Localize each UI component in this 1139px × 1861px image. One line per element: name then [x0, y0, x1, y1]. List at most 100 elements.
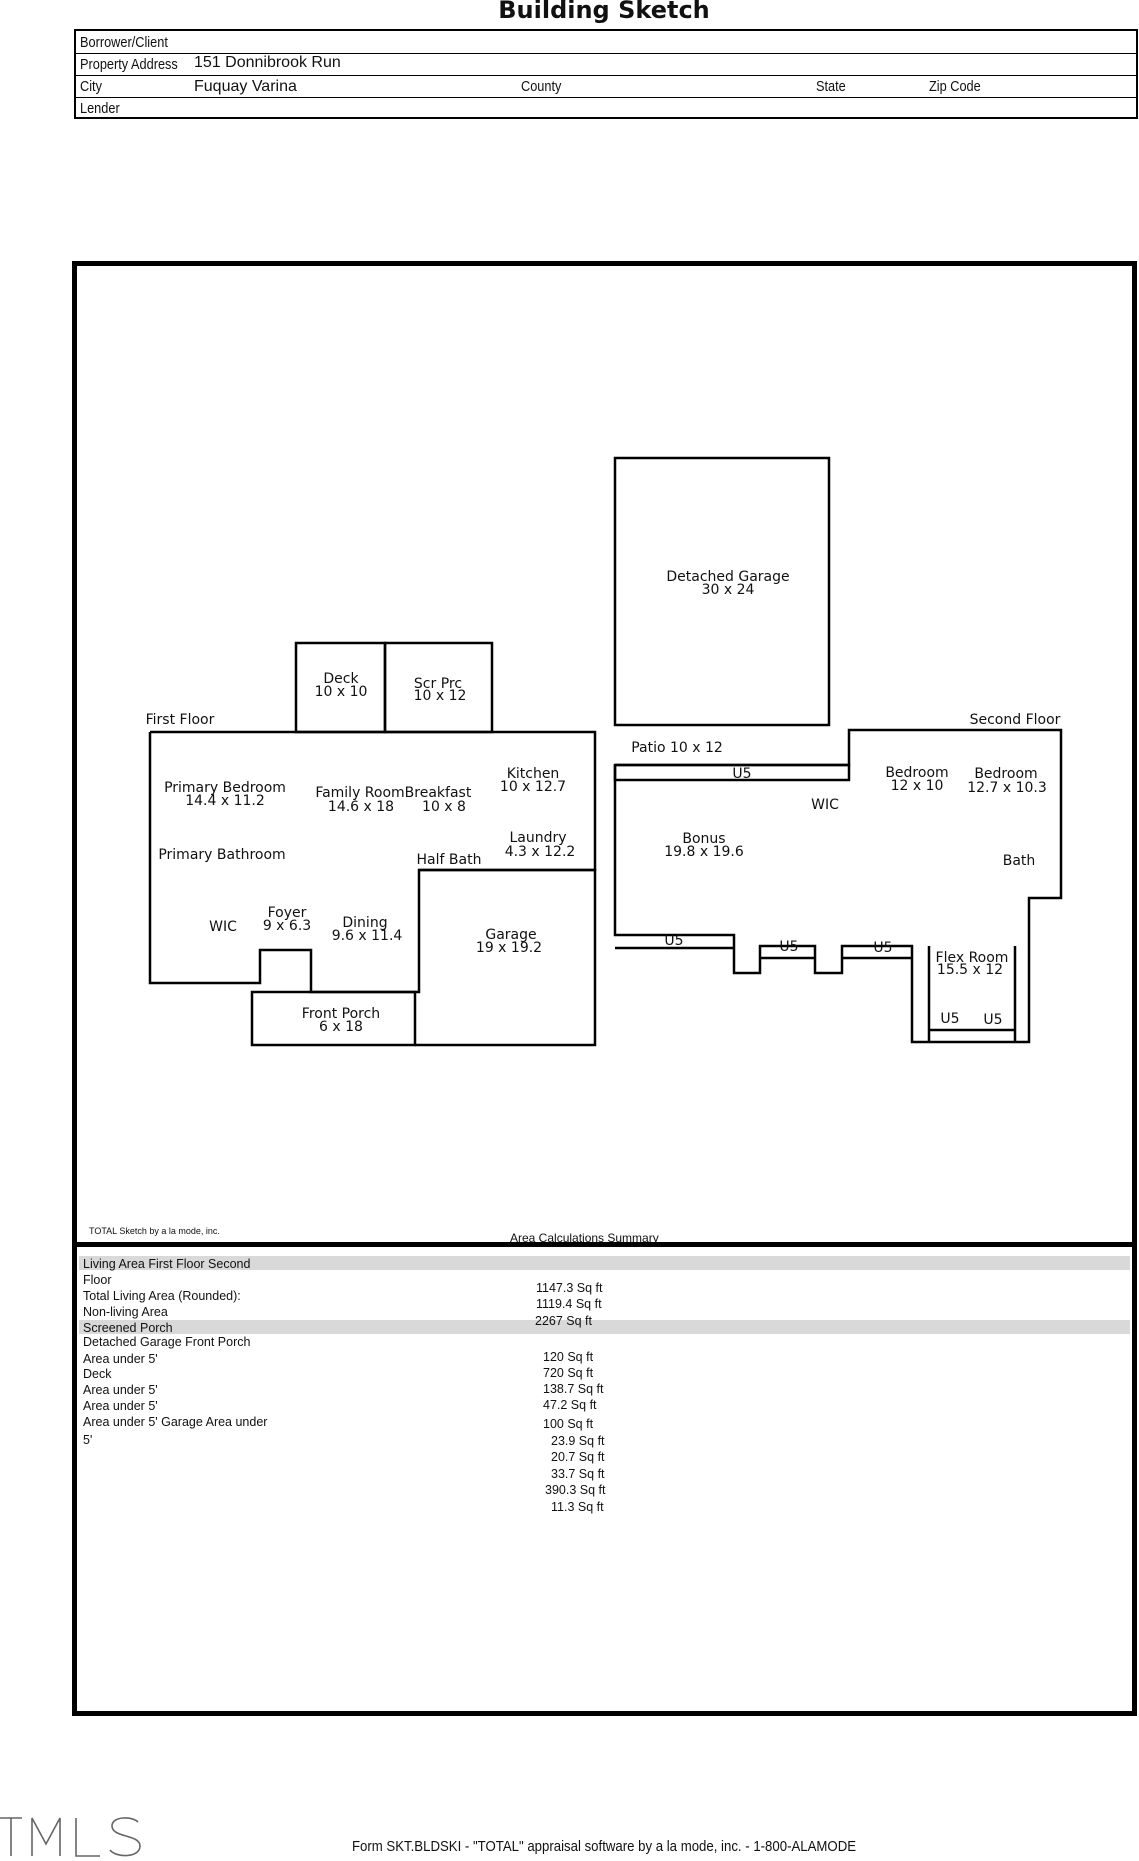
foyer-name: Foyer	[268, 905, 307, 921]
summary-line: Area under 5' Garage Area under	[83, 1415, 268, 1429]
u5-label-mid2: U5	[873, 940, 892, 956]
summary-line: Detached Garage Front Porch	[83, 1335, 251, 1349]
header-table: Borrower/Client Property Address 151 Don…	[74, 29, 1138, 119]
kitchen-name: Kitchen	[507, 766, 560, 782]
summary-line: Non-living Area	[83, 1305, 168, 1319]
summary-value: 720 Sq ft	[543, 1366, 594, 1380]
summary-line: 5'	[83, 1433, 93, 1447]
summary-value: 138.7 Sq ft	[543, 1382, 604, 1396]
scr-prc-dims: 10 x 12	[414, 688, 467, 704]
u5-label-left: U5	[664, 933, 683, 949]
patio-name: Patio 10 x 12	[631, 740, 723, 756]
breakfast-name: Breakfast	[405, 785, 472, 801]
summary-value: 11.3 Sq ft	[551, 1500, 604, 1514]
half-bath-name: Half Bath	[417, 852, 482, 868]
u5-strip-top	[613, 763, 851, 782]
city-row: City Fuquay Varina County State Zip Code	[76, 75, 1136, 98]
software-note: TOTAL Sketch by a la mode, inc.	[89, 1226, 220, 1236]
garage-name: Garage	[485, 927, 536, 943]
deck-dims: 10 x 10	[315, 684, 368, 700]
address-label: Property Address	[80, 56, 178, 73]
summary-value: 120 Sq ft	[543, 1350, 594, 1364]
summary-line: Area under 5'	[83, 1383, 158, 1397]
sketch-frame	[72, 261, 1137, 1716]
garage-outline	[415, 868, 597, 1047]
summary-value: 1147.3 Sq ft	[536, 1281, 603, 1295]
dining-dims: 9.6 x 11.4	[332, 928, 403, 944]
scr-prc-name: Scr Prc	[414, 676, 462, 692]
city-value: Fuquay Varina	[194, 78, 297, 95]
foyer-dims: 9 x 6.3	[263, 918, 311, 934]
lender-row: Lender	[76, 97, 1136, 119]
bath-name: Bath	[1003, 853, 1036, 869]
borrower-row: Borrower/Client	[76, 31, 1136, 54]
bedroom-1-dims: 12 x 10	[891, 778, 944, 794]
front-porch-outline	[250, 990, 417, 1047]
front-porch-dims: 6 x 18	[319, 1019, 363, 1035]
detached-garage-outline	[613, 456, 831, 727]
bedroom-1-name: Bedroom	[885, 765, 948, 781]
summary-line: Total Living Area (Rounded):	[83, 1289, 241, 1303]
family-room-dims: 14.6 x 18	[328, 799, 394, 815]
summary-value: 47.2 Sq ft	[543, 1398, 597, 1412]
laundry-dims: 4.3 x 12.2	[505, 844, 576, 860]
detached-garage-name: Detached Garage	[666, 569, 789, 585]
summary-line: Living Area First Floor Second	[83, 1257, 251, 1271]
tmls-logo	[0, 1817, 141, 1857]
summary-line: Deck	[83, 1367, 112, 1381]
shade-band-living	[79, 1256, 1130, 1270]
u5-label-top: U5	[732, 766, 751, 782]
summary-value: 23.9 Sq ft	[551, 1434, 605, 1448]
summary-title: Area Calculations Summary	[510, 1231, 659, 1245]
footer: Form SKT.BLDSKI - "TOTAL" appraisal soft…	[351, 1838, 857, 1855]
deck-name: Deck	[323, 671, 359, 687]
front-porch-name: Front Porch	[302, 1006, 380, 1022]
borrower-label: Borrower/Client	[80, 34, 168, 51]
summary-value: 33.7 Sq ft	[551, 1467, 605, 1481]
flex-room-name: Flex Room	[936, 950, 1009, 966]
city-label: City	[80, 78, 102, 95]
wic-second-name: WIC	[811, 797, 839, 813]
wic-first-name: WIC	[209, 919, 237, 935]
shade-band-nonliving	[79, 1320, 1130, 1334]
zip-label: Zip Code	[929, 78, 981, 95]
bedroom-2-dims: 12.7 x 10.3	[967, 780, 1047, 796]
flex-room-dims: 15.5 x 12	[937, 962, 1003, 978]
u5-label-mid1: U5	[779, 939, 798, 955]
family-room-name: Family Room	[315, 785, 404, 801]
summary-value: 100 Sq ft	[543, 1417, 594, 1431]
primary-bedroom-dims: 14.4 x 11.2	[185, 793, 265, 809]
second-floor-outline	[613, 728, 1063, 1044]
primary-bathroom-name: Primary Bathroom	[158, 847, 285, 863]
detached-garage-dims: 30 x 24	[702, 582, 755, 598]
area-summary: Living Area First Floor Second Floor Tot…	[72, 1242, 1137, 1716]
lender-label: Lender	[80, 100, 120, 117]
summary-line: Area under 5'	[83, 1352, 158, 1366]
county-label: County	[521, 78, 562, 95]
garage-dims: 19 x 19.2	[476, 940, 542, 956]
summary-line: Screened Porch	[83, 1321, 173, 1335]
u5-label-flex2: U5	[983, 1012, 1002, 1028]
address-value: 151 Donnibrook Run	[194, 54, 341, 71]
kitchen-dims: 10 x 12.7	[500, 779, 566, 795]
summary-line: Floor	[83, 1273, 112, 1287]
summary-value: 20.7 Sq ft	[551, 1450, 605, 1464]
u5-label-flex1: U5	[940, 1011, 959, 1027]
summary-value: 2267 Sq ft	[535, 1314, 592, 1328]
first-floor-label: First Floor	[146, 712, 215, 728]
summary-line: Area under 5'	[83, 1399, 158, 1413]
breakfast-dims: 10 x 8	[422, 799, 466, 815]
bonus-name: Bonus	[682, 831, 725, 847]
bedroom-2-name: Bedroom	[974, 766, 1037, 782]
bonus-dims: 19.8 x 19.6	[664, 844, 744, 860]
state-label: State	[816, 78, 846, 95]
second-floor-label: Second Floor	[970, 712, 1061, 728]
floor-plan: First Floor Second Floor Detached Garage…	[146, 456, 1063, 1047]
summary-value: 1119.4 Sq ft	[536, 1297, 602, 1311]
summary-value: 390.3 Sq ft	[545, 1483, 606, 1497]
dining-name: Dining	[342, 915, 387, 931]
page-title: Building Sketch	[498, 0, 710, 24]
address-row: Property Address 151 Donnibrook Run	[76, 53, 1136, 76]
laundry-name: Laundry	[509, 830, 566, 846]
primary-bedroom-name: Primary Bedroom	[164, 780, 286, 796]
